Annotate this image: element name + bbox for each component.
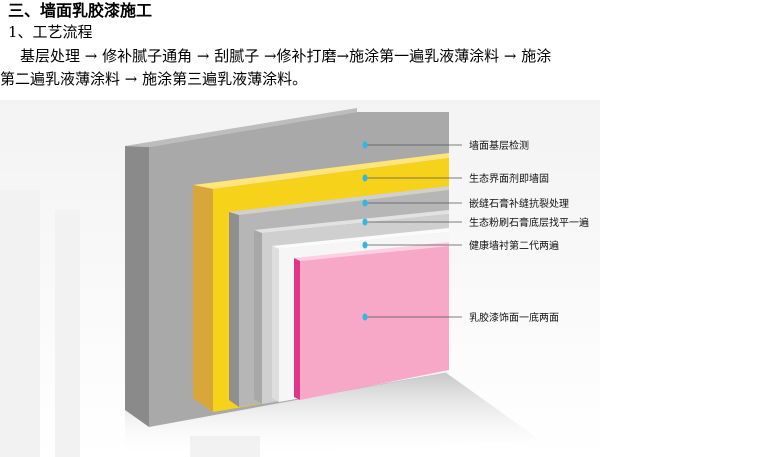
section-heading: 三、墙面乳胶漆施工 <box>8 1 153 20</box>
marker-dots <box>362 141 368 321</box>
process-paragraph: 基层处理 → 修补腻子通角 → 刮腻子 →修补打磨→施涂第一遍乳液薄涂料 → 施… <box>0 45 757 91</box>
label-leveling-plaster: 生态粉刷石膏底层找平一遍 <box>469 216 589 229</box>
leader-lines <box>365 144 462 318</box>
label-latex-paint: 乳胶漆饰面一底两面 <box>469 311 559 324</box>
process-line-2: 第二遍乳液薄涂料 → 施涂第三遍乳液薄涂料。 <box>0 70 308 88</box>
layer-latex-paint <box>294 242 449 400</box>
label-wall-liner: 健康墙衬第二代两遍 <box>469 239 559 252</box>
subsection-heading: 1、工艺流程 <box>8 23 93 41</box>
label-base-wall: 墙面基层检测 <box>469 139 529 152</box>
label-interface-agent: 生态界面剂即墙固 <box>469 172 549 185</box>
process-line-1: 基层处理 → 修补腻子通角 → 刮腻子 →修补打磨→施涂第一遍乳液薄涂料 → 施… <box>20 47 552 65</box>
label-gypsum-filling: 嵌缝石膏补缝抗裂处理 <box>469 197 569 210</box>
